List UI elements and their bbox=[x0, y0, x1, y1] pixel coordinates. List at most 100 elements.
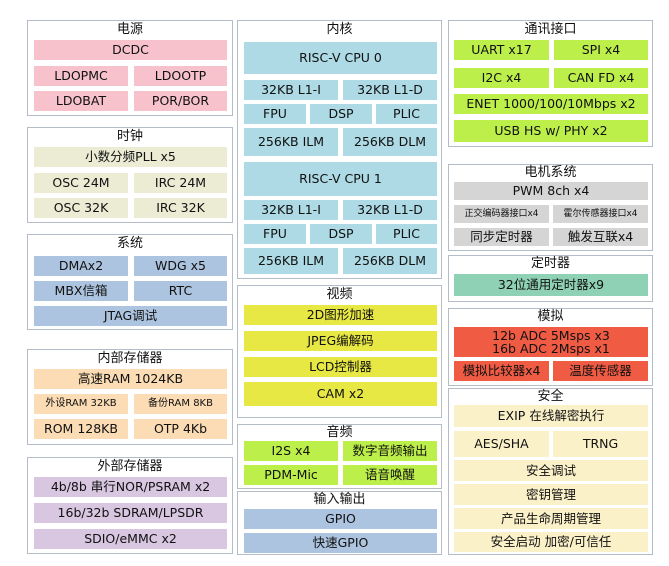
gp-timer-block: 32位通用定时器x9 bbox=[454, 274, 648, 296]
uart-block: UART x17 bbox=[454, 40, 549, 60]
mbx-block: MBX信箱 bbox=[34, 281, 128, 301]
secure-boot-block: 安全启动 加密/可信任 bbox=[454, 532, 648, 552]
gpio-block: GPIO bbox=[244, 509, 437, 529]
analog-group: 模拟 12b ADC 5Msps x3 16b ADC 2Msps x1 模拟比… bbox=[448, 308, 653, 386]
exip-block: EXIP 在线解密执行 bbox=[454, 405, 648, 427]
cpu0-dsp-block: DSP bbox=[310, 104, 372, 124]
timer-title: 定时器 bbox=[530, 256, 570, 271]
lcd-block: LCD控制器 bbox=[244, 357, 437, 377]
cpu1-plic-block: PLIC bbox=[376, 224, 437, 244]
cpu0-ilm-block: 256KB ILM bbox=[244, 128, 338, 156]
security-group: 安全 EXIP 在线解密执行 AES/SHA TRNG 安全调试 密钥管理 产品… bbox=[448, 388, 653, 555]
secure-debug-block: 安全调试 bbox=[454, 460, 648, 481]
cpu1-dsp-block: DSP bbox=[310, 224, 372, 244]
video-group: 视频 2D图形加速 JPEG编解码 LCD控制器 CAM x2 bbox=[237, 285, 442, 418]
analog-comparator-block: 模拟比较器x4 bbox=[454, 361, 549, 381]
nor-psram-block: 4b/8b 串行NOR/PSRAM x2 bbox=[34, 477, 227, 497]
enet-block: ENET 1000/100/10Mbps x2 bbox=[454, 94, 648, 114]
video-title: 视频 bbox=[326, 287, 353, 302]
backup-ram-block: 备份RAM 8KB bbox=[134, 394, 227, 414]
jtag-block: JTAG调试 bbox=[34, 306, 227, 326]
voice-wakeup-block: 语音唤醒 bbox=[343, 465, 437, 485]
core-title: 内核 bbox=[326, 22, 353, 37]
irc32k-block: IRC 32K bbox=[134, 198, 227, 218]
adc12-label: 12b ADC 5Msps x3 bbox=[492, 328, 610, 343]
cpu1-l1d-block: 32KB L1-D bbox=[343, 200, 437, 220]
cpu0-dlm-block: 256KB DLM bbox=[343, 128, 437, 156]
cpu0-l1d-block: 32KB L1-D bbox=[343, 80, 437, 100]
power-title: 电源 bbox=[116, 22, 143, 37]
wdg-block: WDG x5 bbox=[134, 256, 227, 276]
osc24m-block: OSC 24M bbox=[34, 173, 128, 193]
timer-group: 定时器 32位通用定时器x9 bbox=[448, 255, 653, 302]
motor-group: 电机系统 PWM 8ch x4 正交编码器接口x4 霍尔传感器接口x4 同步定时… bbox=[448, 164, 653, 251]
cpu0-plic-block: PLIC bbox=[376, 104, 437, 124]
jpeg-block: JPEG编解码 bbox=[244, 331, 437, 351]
can-fd-block: CAN FD x4 bbox=[554, 68, 648, 88]
dcdc-block: DCDC bbox=[34, 40, 227, 60]
dma-block: DMAx2 bbox=[34, 256, 128, 276]
core-group: 内核 RISC-V CPU 0 32KB L1-I 32KB L1-D FPU … bbox=[237, 20, 442, 279]
cpu1-ilm-block: 256KB ILM bbox=[244, 248, 338, 274]
external-memory-group: 外部存储器 4b/8b 串行NOR/PSRAM x2 16b/32b SDRAM… bbox=[27, 457, 233, 554]
audio-title: 音频 bbox=[326, 425, 353, 440]
trigger-mux-block: 触发互联x4 bbox=[553, 228, 648, 246]
cpu0-block: RISC-V CPU 0 bbox=[244, 42, 437, 74]
pdm-mic-block: PDM-Mic bbox=[244, 465, 338, 485]
digital-audio-output-block: 数字音频输出 bbox=[343, 441, 437, 461]
osc32k-block: OSC 32K bbox=[34, 198, 128, 218]
io-group: 输入输出 GPIO 快速GPIO bbox=[237, 491, 442, 555]
analog-title: 模拟 bbox=[537, 309, 564, 324]
adc16-label: 16b ADC 2Msps x1 bbox=[492, 341, 610, 356]
internal-memory-group: 内部存储器 高速RAM 1024KB 外设RAM 32KB 备份RAM 8KB … bbox=[27, 349, 233, 445]
ext-ram-block: 外设RAM 32KB bbox=[34, 394, 128, 414]
irc24m-block: IRC 24M bbox=[134, 173, 227, 193]
audio-group: 音频 I2S x4 数字音频输出 PDM-Mic 语音唤醒 bbox=[237, 424, 442, 489]
pll-block: 小数分频PLL x5 bbox=[34, 147, 227, 167]
usb-block: USB HS w/ PHY x2 bbox=[454, 120, 648, 142]
system-group: 系统 DMAx2 WDG x5 MBX信箱 RTC JTAG调试 bbox=[27, 234, 233, 330]
temp-sensor-block: 温度传感器 bbox=[553, 361, 648, 381]
pwm-block: PWM 8ch x4 bbox=[454, 182, 648, 200]
external-memory-title: 外部存储器 bbox=[97, 459, 163, 474]
comm-group: 通讯接口 UART x17 SPI x4 I2C x4 CAN FD x4 EN… bbox=[448, 20, 653, 147]
g2d-block: 2D图形加速 bbox=[244, 305, 437, 325]
sync-timer-block: 同步定时器 bbox=[454, 228, 549, 246]
ram-block: 高速RAM 1024KB bbox=[34, 369, 227, 389]
cpu1-fpu-block: FPU bbox=[244, 224, 306, 244]
hall-block: 霍尔传感器接口x4 bbox=[553, 205, 648, 223]
por-bor-block: POR/BOR bbox=[134, 91, 227, 111]
power-group: 电源 DCDC LDOPMC LDOOTP LDOBAT POR/BOR bbox=[27, 20, 233, 116]
clock-group: 时钟 小数分频PLL x5 OSC 24M IRC 24M OSC 32K IR… bbox=[27, 127, 233, 223]
clock-title: 时钟 bbox=[116, 129, 143, 144]
security-title: 安全 bbox=[537, 389, 564, 404]
otp-block: OTP 4Kb bbox=[134, 419, 227, 439]
cpu1-block: RISC-V CPU 1 bbox=[244, 162, 437, 196]
motor-title: 电机系统 bbox=[524, 165, 577, 180]
cpu1-l1i-block: 32KB L1-I bbox=[244, 200, 338, 220]
rtc-block: RTC bbox=[134, 281, 227, 301]
internal-memory-title: 内部存储器 bbox=[97, 351, 163, 366]
comm-title: 通讯接口 bbox=[524, 22, 577, 37]
trng-block: TRNG bbox=[553, 431, 648, 457]
ldopmc-block: LDOPMC bbox=[34, 66, 128, 86]
qei-block: 正交编码器接口x4 bbox=[454, 205, 549, 223]
lifecycle-block: 产品生命周期管理 bbox=[454, 508, 648, 529]
cam-block: CAM x2 bbox=[244, 382, 437, 406]
aes-sha-block: AES/SHA bbox=[454, 431, 549, 457]
i2s-block: I2S x4 bbox=[244, 441, 338, 461]
cpu1-dlm-block: 256KB DLM bbox=[343, 248, 437, 274]
fast-gpio-block: 快速GPIO bbox=[244, 533, 437, 553]
ldobat-block: LDOBAT bbox=[34, 91, 128, 111]
sdio-emmc-block: SDIO/eMMC x2 bbox=[34, 529, 227, 549]
i2c-block: I2C x4 bbox=[454, 68, 549, 88]
cpu0-fpu-block: FPU bbox=[244, 104, 306, 124]
cpu0-l1i-block: 32KB L1-I bbox=[244, 80, 338, 100]
io-title: 输入输出 bbox=[313, 492, 366, 507]
sdram-block: 16b/32b SDRAM/LPSDR bbox=[34, 503, 227, 523]
rom-block: ROM 128KB bbox=[34, 419, 128, 439]
key-management-block: 密钥管理 bbox=[454, 484, 648, 505]
spi-block: SPI x4 bbox=[554, 40, 648, 60]
ldootp-block: LDOOTP bbox=[134, 66, 227, 86]
adc-block: 12b ADC 5Msps x3 16b ADC 2Msps x1 bbox=[454, 327, 648, 357]
